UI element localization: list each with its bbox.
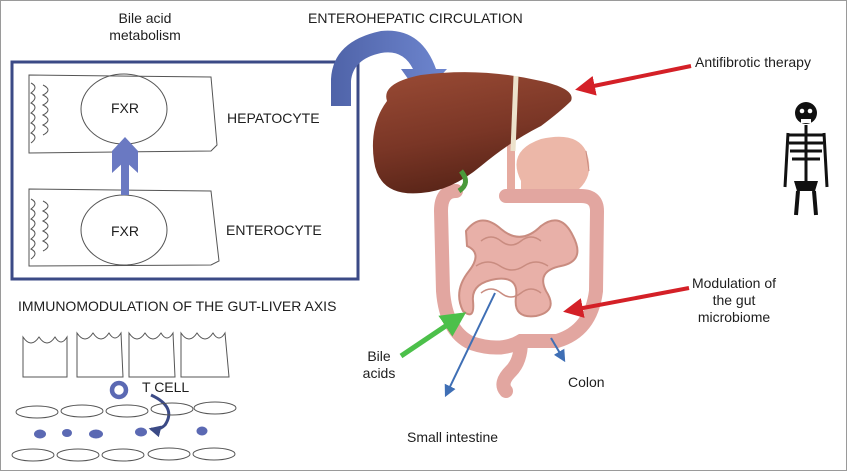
lamina-propria-cells	[11, 401, 237, 462]
colon-label: Colon	[568, 374, 605, 390]
stomach	[516, 136, 590, 201]
t-cell-icon	[109, 380, 129, 400]
antifibrotic-arrow	[575, 64, 692, 96]
fxr-arrow-icon	[112, 137, 138, 195]
bile-acids-label: Bile acids	[362, 348, 396, 381]
t-cell-label: T CELL	[142, 379, 190, 395]
colon-pointer	[550, 337, 566, 363]
gut-epithelium	[22, 331, 230, 378]
liver	[372, 72, 572, 194]
fxr-enterocyte-label: FXR	[111, 223, 139, 239]
hepatocyte-label: HEPATOCYTE	[227, 110, 320, 126]
immunomodulation-title: IMMUNOMODULATION OF THE GUT-LIVER AXIS	[18, 298, 337, 314]
antifibrotic-therapy-label: Antifibrotic therapy	[695, 54, 811, 70]
intestines	[433, 184, 605, 398]
small-intestine-label: Small intestine	[407, 429, 499, 445]
bile-acid-metabolism-frame	[10, 60, 360, 281]
enterocyte-label: ENTEROCYTE	[226, 222, 322, 238]
fxr-hepatocyte-label: FXR	[111, 100, 139, 116]
enterohepatic-circulation-title: ENTEROHEPATIC CIRCULATION	[308, 10, 523, 26]
bile-acids-arrow	[399, 312, 467, 359]
skeleton-icon	[783, 102, 829, 216]
microbiome-arrow	[563, 286, 690, 318]
immune-cell-dots	[34, 426, 208, 439]
bile-acid-metabolism-label: Bile acid metabolism	[109, 10, 181, 43]
microbiome-modulation-label: Modulation of the gut microbiome	[691, 275, 777, 325]
t-cell-migration-arrow	[148, 393, 171, 438]
small-intestine-pointer	[444, 292, 496, 398]
